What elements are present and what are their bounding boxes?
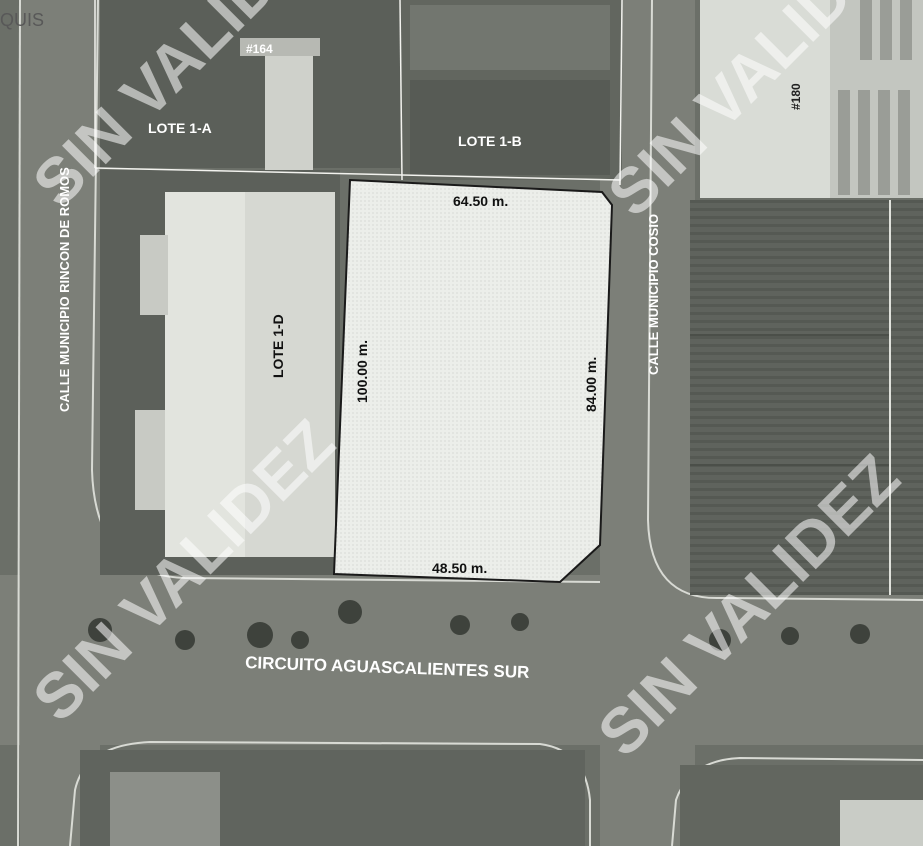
lote-1d-building [100, 170, 340, 575]
subject-lot[interactable] [332, 178, 614, 584]
street-label-rincon-de-romos: CALLE MUNICIPIO RINCON DE ROMOS [57, 167, 72, 412]
parcel-number-164: #164 [246, 42, 273, 56]
dimension-north: 64.50 m. [453, 193, 508, 209]
parcel-east [690, 0, 923, 595]
header-caption: QUIS [0, 10, 45, 30]
parcels-bottom [80, 750, 923, 846]
dimension-west: 100.00 m. [354, 340, 370, 403]
lot-label-1a: LOTE 1-A [148, 120, 212, 136]
parcels-top [100, 0, 622, 180]
lot-label-1b: LOTE 1-B [458, 133, 522, 149]
dimension-south: 48.50 m. [432, 560, 487, 576]
lot-label-1d: LOTE 1-D [270, 314, 286, 378]
street-label-cosio: CALLE MUNICIPIO COSIO [646, 214, 661, 375]
dimension-east: 84.00 m. [583, 357, 599, 412]
parcel-lines [94, 0, 623, 186]
parcel-number-180: #180 [789, 83, 803, 110]
